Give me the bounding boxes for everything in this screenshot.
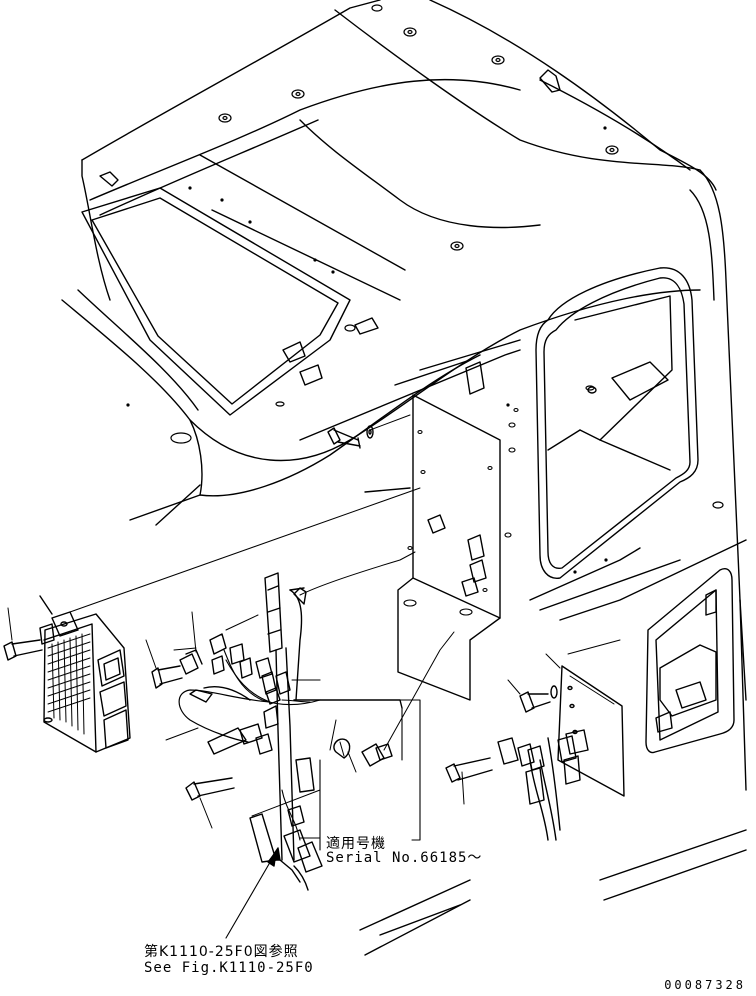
assembly-line-controller: [69, 487, 421, 613]
figure-reference-en: See Fig.K1110-25F0: [144, 960, 314, 976]
drawing-number: 00087328: [664, 978, 746, 992]
lower-right-opening: [645, 568, 735, 754]
right-relays: [497, 729, 589, 841]
sensor: [329, 631, 455, 773]
right-plate: [545, 639, 625, 797]
serial-bracket: [299, 699, 421, 851]
door-opening: [535, 267, 699, 579]
applicable-serial-number: Serial No.66185～: [326, 850, 483, 866]
bolt-right-lower: [445, 757, 493, 805]
harness-leader: [165, 727, 199, 741]
mounting-plate: [397, 361, 519, 701]
bolt-upper: [327, 425, 374, 449]
figure-reference-jp: 第K1110-25F0図参照: [144, 944, 299, 960]
cab-body: [61, 0, 747, 956]
applicable-serial-label-jp: 適用号機: [326, 836, 386, 852]
plate-leader: [364, 487, 411, 493]
reference-arrow: [225, 847, 281, 939]
relay-small: [145, 611, 203, 689]
controller-leader: [39, 595, 53, 615]
bolt-right: [507, 679, 558, 713]
controller-unit: [39, 611, 131, 753]
bolt-left-lower: [185, 777, 235, 829]
bolt-controller: [3, 607, 43, 661]
